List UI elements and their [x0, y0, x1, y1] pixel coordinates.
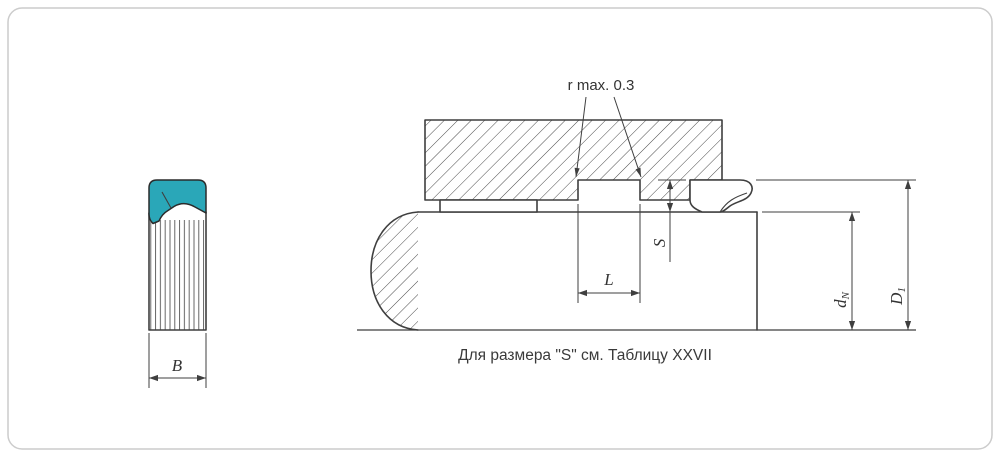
- l-arrow-right: [631, 289, 640, 297]
- dn-sub: N: [840, 291, 852, 300]
- dimension-label-dN: dN: [831, 291, 852, 308]
- seal-body-hatch: [150, 220, 205, 330]
- s-arrow-top: [666, 180, 674, 189]
- dimension-label-B: B: [172, 356, 183, 375]
- s-arrow-bottom: [666, 203, 674, 212]
- seal-lip: [148, 179, 207, 225]
- radius-leader-left-arrow: [574, 167, 580, 177]
- installed-seal-profile: [689, 179, 753, 213]
- radius-leader-left: [575, 96, 587, 178]
- l-arrow-left: [578, 289, 587, 297]
- shaft-end-curve: [370, 211, 419, 331]
- page-border: [7, 7, 993, 450]
- radius-leader-right-arrow: [635, 167, 641, 177]
- seal-lip-notch: [161, 191, 172, 209]
- dimension-label-S: S: [650, 238, 669, 247]
- shaft-end-hatch: [371, 212, 418, 330]
- d1-sub: 1: [896, 287, 908, 293]
- dn-arrow-top: [848, 212, 856, 221]
- figure-caption: Для размера "S" см. Таблицу XXVII: [458, 347, 712, 364]
- housing-block: [424, 119, 723, 201]
- dn-arrow-bottom: [848, 321, 856, 330]
- dimension-label-L: L: [603, 270, 613, 289]
- installed-seal-lip-line: [719, 192, 748, 213]
- d1-arrow-bottom: [904, 321, 912, 330]
- radius-note: r max. 0.3: [568, 77, 635, 94]
- seal-cross-section-figure: B: [148, 179, 207, 388]
- installation-figure: r max. 0.3 L S dN D1: [357, 77, 916, 364]
- seal-body-outline: [148, 211, 207, 331]
- b-arrow-left: [149, 374, 158, 382]
- backup-ring: [439, 199, 538, 213]
- b-arrow-right: [197, 374, 206, 382]
- radius-leader-right: [613, 96, 642, 178]
- d1-main: D: [887, 292, 906, 306]
- dn-main: d: [831, 299, 850, 308]
- dimension-label-D1: D1: [887, 287, 908, 306]
- d1-arrow-top: [904, 180, 912, 189]
